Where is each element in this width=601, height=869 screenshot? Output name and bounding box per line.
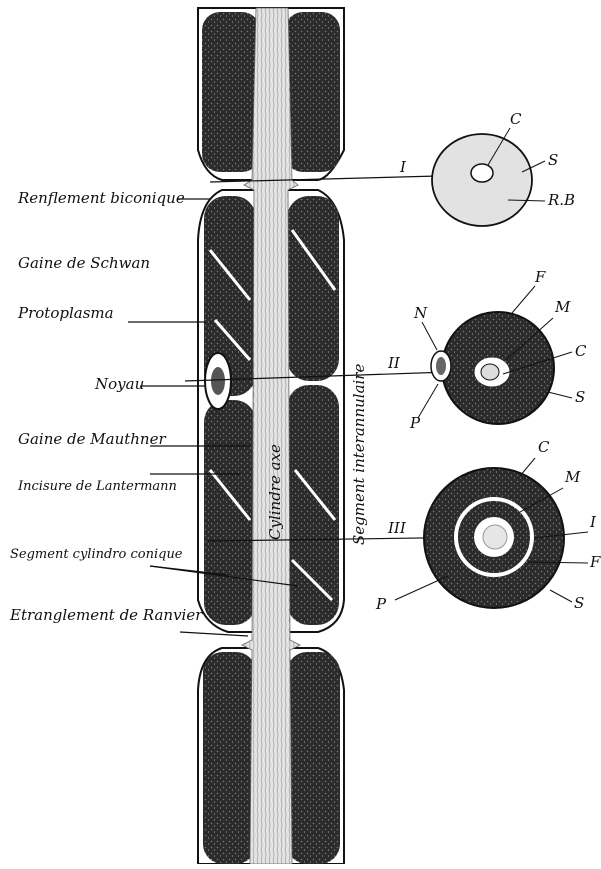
label-gaine-schwan: Gaine de Schwan [18,254,150,272]
section-II-letter-N: N [413,304,428,322]
middle-myelin-right-1 [287,196,339,381]
section-II-letter-M: M [554,298,571,316]
middle-myelin-right-2 [287,385,339,625]
fiber-longitudinal [198,8,344,864]
section-III-letter-C: C [538,438,550,456]
bottom-myelin-left [203,652,256,864]
cylindre-axe-label: Cylindre axe [266,444,284,540]
middle-myelin-left-2 [204,400,256,625]
label-etranglement: Etranglement de Ranvier [9,606,203,624]
section-II-numeral: II [387,354,401,372]
section-I-letter-C: C [510,110,522,128]
section-I-letter-RB: R.B [547,191,575,209]
section-III-letter-I: I [589,513,597,531]
section-II-letter-F: F [534,268,546,286]
label-protoplasma: Protoplasma [17,304,114,322]
section-III-letter-P: P [375,595,387,613]
section-I-core [471,164,493,182]
label-renflement: Renflement biconique [17,189,185,207]
label-noyau: Noyau [94,375,144,393]
section-II-letter-C: C [575,342,587,360]
section-I-numeral: I [399,158,407,176]
label-incisure: Incisure de Lantermann [17,479,177,494]
bottom-myelin-right [287,652,340,864]
section-II-letter-S: S [575,388,585,406]
section-III-letter-S: S [574,594,584,612]
label-gaine-mauthner: Gaine de Mauthner [18,430,166,448]
segment-interannulaire-label: Segment interannulaire [350,364,368,545]
label-segment-cylindro: Segment cylindro conique [10,547,183,562]
top-myelin-left [202,12,260,172]
section-I-letter-S: S [548,151,558,169]
section-III-numeral: III [387,519,407,537]
section-III-letter-F: F [589,553,601,571]
section-III-letter-M: M [564,468,581,486]
top-myelin-right [285,12,340,172]
